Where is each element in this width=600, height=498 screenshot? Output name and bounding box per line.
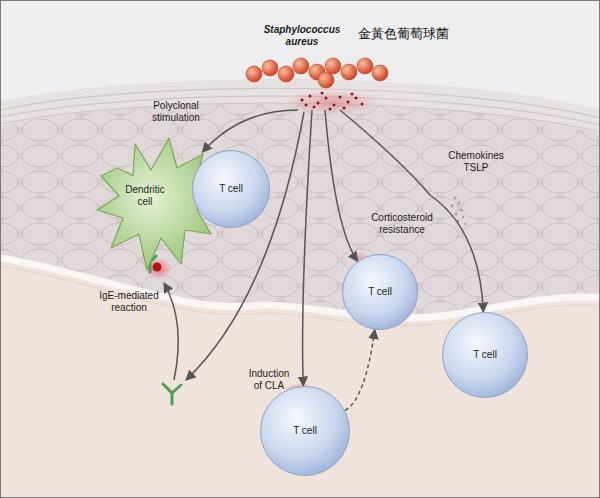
cell-label: T cell (219, 183, 243, 195)
edge-label: Polyclonal stimulation (140, 100, 212, 124)
allergen-dot (153, 263, 162, 272)
node-label: Dendritic cell (117, 184, 173, 208)
t-cell: T cell (260, 386, 350, 476)
cell-label: T cell (368, 286, 392, 298)
node-label: Staphylococcus aureus (256, 24, 348, 48)
edge-label: Corticosteroid resistance (364, 212, 440, 236)
annotation-label: IgE-mediated reaction (96, 290, 162, 314)
arrow-connector (325, 110, 358, 261)
cell-label: T cell (293, 425, 317, 437)
chemokine-dots (451, 196, 467, 225)
t-cell: T cell (442, 312, 528, 398)
edge-label: Chemokines TSLP (440, 150, 512, 174)
arrow-connector (202, 110, 298, 152)
antibody-symbol (163, 384, 181, 404)
bacteria-cluster: Staphylococcus aureus 金黃色葡萄球菌 (240, 22, 475, 114)
t-cell: T cell (192, 150, 270, 228)
ige-arrow (164, 283, 178, 380)
dashed-arrow (345, 330, 375, 411)
translation-label: 金黃色葡萄球菌 (358, 26, 468, 41)
antibody-arrow (186, 112, 304, 380)
edge-label: Induction of CLA (244, 368, 294, 392)
t-cell: T cell (342, 254, 418, 330)
arrow-connector (303, 110, 312, 386)
cell-label: T cell (473, 349, 497, 361)
